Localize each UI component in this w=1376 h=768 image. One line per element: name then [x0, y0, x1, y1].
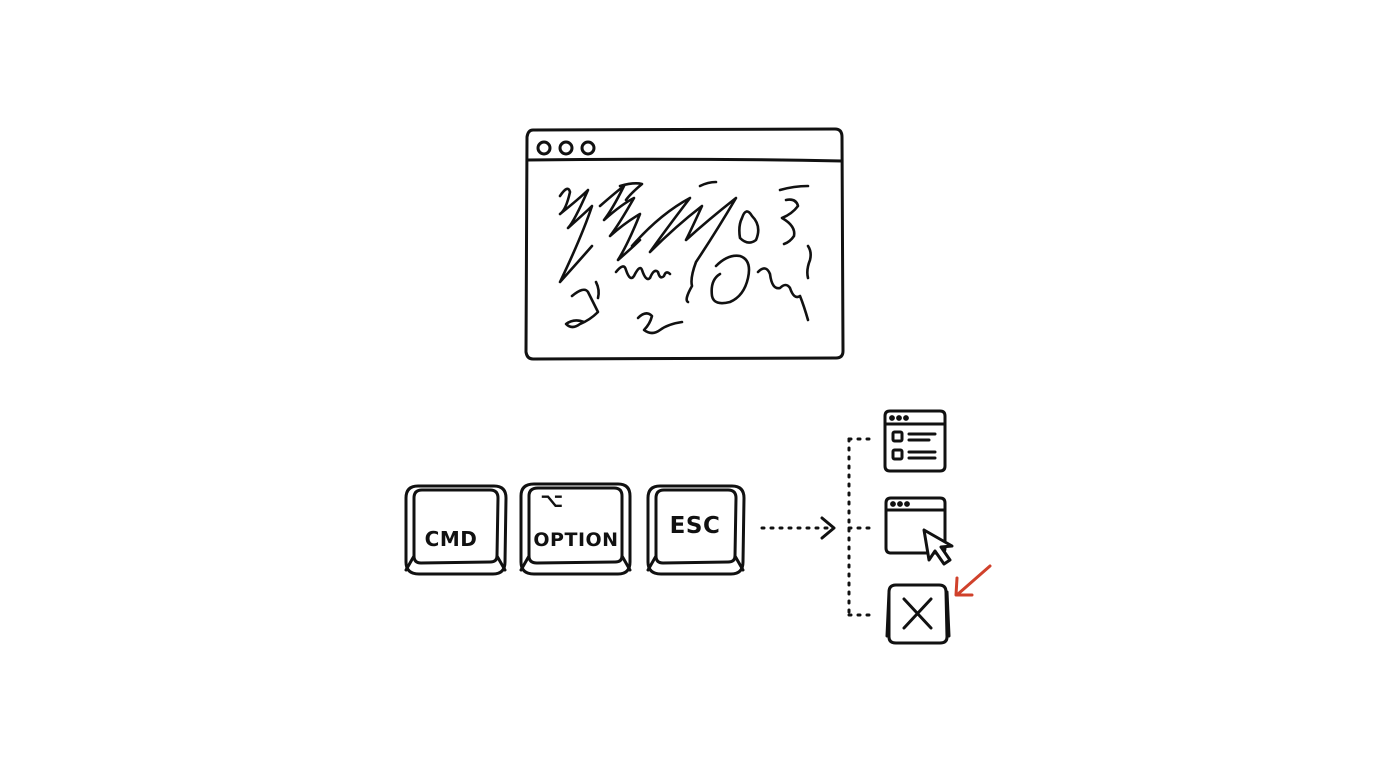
window-cursor-icon	[884, 496, 954, 566]
frozen-window	[524, 127, 845, 361]
traffic-light-close-icon	[536, 140, 552, 156]
key-cmd-inner	[412, 488, 500, 565]
key-esc-label: ESC	[670, 513, 721, 539]
close-box-icon	[885, 583, 951, 645]
scribble-icon	[558, 180, 812, 335]
key-esc-outer	[646, 484, 746, 576]
key-esc-bevel	[646, 554, 745, 572]
dotted-arrow-right-icon	[760, 516, 836, 540]
cursor-arrow-icon	[922, 528, 954, 566]
key-option	[519, 482, 632, 576]
window-frame	[524, 127, 845, 361]
key-option-label: OPTION	[533, 529, 618, 551]
highlight-arrow-icon	[954, 564, 992, 597]
list-window-icon	[883, 409, 947, 473]
key-cmd-bevel	[404, 554, 507, 572]
traffic-light-minimize-icon	[558, 140, 574, 156]
key-option-inner	[527, 486, 624, 565]
key-esc-inner	[654, 488, 738, 565]
key-option-outer	[519, 482, 632, 576]
key-cmd	[404, 484, 508, 576]
traffic-light-zoom-icon	[580, 140, 596, 156]
key-cmd-label: CMD	[425, 527, 478, 551]
window-titlebar-divider	[525, 157, 844, 163]
key-cmd-outer	[404, 484, 508, 576]
key-option-bevel	[519, 554, 632, 572]
key-option-symbol: ⌥	[540, 488, 564, 512]
branch-connector	[847, 437, 876, 617]
key-esc	[646, 484, 746, 576]
